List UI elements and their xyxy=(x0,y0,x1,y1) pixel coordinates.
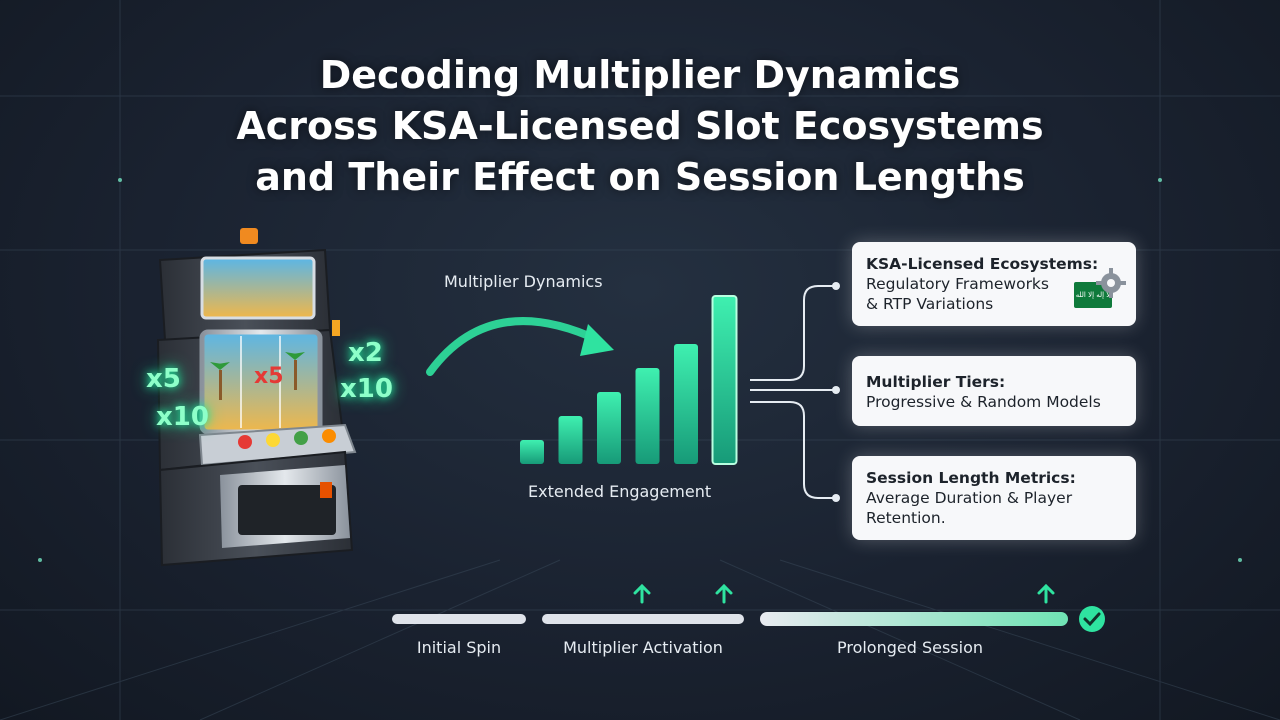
title-line-2: Across KSA-Licensed Slot Ecosystems xyxy=(236,104,1044,148)
gear-icon xyxy=(1096,268,1126,298)
slot-machine-icon xyxy=(156,228,357,567)
timeline-segment-2 xyxy=(542,614,744,624)
timeline-label-prolonged-session: Prolonged Session xyxy=(836,638,984,657)
multiplier-left-1: x5 xyxy=(146,364,181,394)
card-subtitle: Retention. xyxy=(866,509,946,527)
slot-machine-illustration: x5 x10 x2 x10 x5 xyxy=(120,220,420,580)
chart-bar-1 xyxy=(520,440,544,464)
card-subtitle: & RTP Variations xyxy=(866,295,994,313)
curved-arrow-icon xyxy=(426,317,614,376)
card-subtitle: Progressive & Random Models xyxy=(866,393,1101,411)
multiplier-right-2: x10 xyxy=(340,374,393,404)
title-line-1: Decoding Multiplier Dynamics xyxy=(319,53,961,97)
chart-bar-4 xyxy=(635,368,660,464)
timeline-segment-1 xyxy=(392,614,526,624)
timeline-segment-3 xyxy=(760,612,1068,626)
multiplier-right-1: x2 xyxy=(348,338,383,368)
card-multiplier-tiers: Multiplier Tiers: Progressive & Random M… xyxy=(852,356,1136,426)
card-subtitle: Regulatory Frameworks xyxy=(866,275,1049,293)
up-arrow-icon xyxy=(633,583,651,604)
extended-engagement-label: Extended Engagement xyxy=(528,482,712,501)
title-line-3: and Their Effect on Session Lengths xyxy=(255,155,1025,199)
card-title: Multiplier Tiers: xyxy=(866,373,1006,391)
multiplier-left-2: x10 xyxy=(156,402,209,432)
session-timeline xyxy=(392,583,1105,632)
flag-text: ﻻ إله إلا الله xyxy=(1075,291,1111,299)
chart-bar-5 xyxy=(674,344,698,464)
engagement-bar-chart xyxy=(520,295,738,465)
up-arrow-icon xyxy=(1037,583,1055,604)
timeline-label-multiplier-activation: Multiplier Activation xyxy=(563,638,723,657)
card-title: Session Length Metrics: xyxy=(866,469,1076,487)
page-title: Decoding Multiplier Dynamics Across KSA-… xyxy=(140,50,1140,203)
timeline-label-initial-spin: Initial Spin xyxy=(416,638,502,657)
reel-symbol: x5 xyxy=(254,364,284,389)
checkmark-icon xyxy=(1079,606,1105,632)
chart-bar-2 xyxy=(558,416,583,464)
card-title: KSA-Licensed Ecosystems: xyxy=(866,255,1099,273)
card-subtitle: Average Duration & Player xyxy=(866,489,1073,507)
card-session-metrics: Session Length Metrics: Average Duration… xyxy=(852,456,1136,540)
connector-lines xyxy=(750,282,840,502)
up-arrow-icon xyxy=(715,583,733,604)
chart-bar-3 xyxy=(597,392,621,464)
multiplier-dynamics-label: Multiplier Dynamics xyxy=(444,272,603,291)
chart-bar-6 xyxy=(711,295,738,465)
